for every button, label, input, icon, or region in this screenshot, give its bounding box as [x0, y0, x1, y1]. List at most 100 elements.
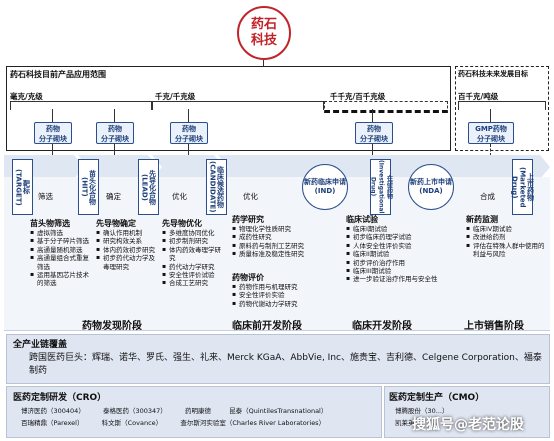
- mol-block-3: 药物 分子砌块: [170, 122, 208, 144]
- industry-text: 跨国医药巨头：辉瑞、诺华、罗氏、强生、礼来、Merck KGaA、AbbVie,…: [29, 353, 542, 376]
- current-scope-box: [6, 66, 451, 151]
- list-item: 高通量随机筛选: [30, 246, 94, 255]
- list-item: 运用基因芯片技术的筛选: [30, 271, 94, 288]
- list-item: 初步临床药理学试验: [346, 233, 442, 242]
- phase-preclinical: 临床前开发阶段: [232, 321, 302, 332]
- stage-nda: 新药上市申请 (NDA): [408, 164, 454, 210]
- list-item: 改进给药剂: [466, 233, 546, 242]
- list-item: 初步评价治疗作用: [346, 259, 442, 268]
- list-item: 临床III期试验: [346, 267, 442, 276]
- cmo-row-2: 凯莱英...: [395, 419, 421, 427]
- arrow-optimize-2: 优化: [243, 192, 258, 201]
- company-logo: 药石科技: [237, 6, 291, 60]
- logo-connector: [263, 60, 264, 66]
- cro-company: 药明康德: [184, 407, 211, 415]
- col-title: 临床试验: [346, 215, 378, 224]
- stage-marketed: 上市药物 (Marketed Drug): [511, 159, 535, 215]
- list-item: 进一步验证治疗作用与安全性: [346, 275, 442, 284]
- cro-title: 医药定制研发（CRO）: [13, 393, 107, 403]
- cro-company: 泰格医药（300347）: [102, 407, 167, 415]
- connector: [52, 109, 53, 122]
- connector: [490, 109, 491, 122]
- cro-company: 百瑞精鼎（Parexel）: [21, 419, 84, 427]
- watermark: 搜狐号@老范论股: [412, 417, 524, 433]
- cro-company: 科文斯（Covance）: [101, 419, 163, 427]
- list-item: 体内药效毒理学研究: [162, 246, 224, 263]
- list-item: 临床I期试验: [346, 225, 442, 234]
- list-item: 药物代谢动力学研究: [232, 300, 324, 309]
- phase-market: 上市销售阶段: [464, 321, 524, 332]
- gmp-block: GMP药物 分子砌块: [468, 122, 514, 144]
- list-item: 研究构效关系: [96, 237, 158, 246]
- col-lead-optimization: 先导物优化 多维度协同优化初步制剂研究体内药效毒理学研究药代动力学研究安全性评价…: [162, 218, 224, 288]
- stage-lead: 先导化合物 (LEAD): [138, 159, 159, 215]
- stage-candidate: 临床候选药物 (CANDIDATE): [206, 159, 227, 215]
- list-item: 成药性研究: [232, 233, 324, 242]
- list-item: 安全性评价试验: [162, 271, 224, 280]
- arrow-synth: 合成: [480, 192, 495, 201]
- scale-ton: 百千克/吨级: [458, 92, 499, 101]
- cmo-row-1: 博腾股份（30...）: [395, 407, 449, 415]
- list-item: 质量标准及稳定性研究: [232, 250, 324, 259]
- stage-target: 靶标 (TARGET): [12, 159, 33, 215]
- list-item: 高通量组合式重复筛选: [30, 254, 94, 271]
- cro-row-2: 百瑞精鼎（Parexel） 科文斯（Covance） 查尔斯河实验室（Charl…: [21, 418, 381, 429]
- col-pharma-eval: 药物评价 药物作用与机理研究安全性评价实验药物代谢动力学研究: [232, 272, 324, 309]
- current-scope-title: 药石科技目前产品应用范围: [10, 70, 106, 79]
- connector: [372, 144, 373, 156]
- list-item: 人体安全性评价实验: [346, 242, 442, 251]
- cmo-title: 医药定制生产（CMO）: [389, 393, 485, 403]
- col-title: 苗头物筛选: [30, 219, 70, 228]
- col-title: 先导物确定: [96, 219, 136, 228]
- connector: [188, 144, 189, 156]
- list-item: 安全性评价实验: [232, 291, 324, 300]
- list-item: 合成工艺研究: [162, 279, 224, 288]
- list-item: 临床II期试验: [346, 250, 442, 259]
- list-item: 初步药代动力学及毒理研究: [96, 254, 158, 271]
- col-monitoring: 新药监测 临床IV期试验改进给药剂评估在特殊人群中使用的利益与风险: [466, 214, 546, 259]
- list-item: 原料药与制剂工艺研究: [232, 242, 324, 251]
- phase-discovery: 药物发现阶段: [82, 321, 142, 332]
- list-item: 药代动力学研究: [162, 263, 224, 272]
- logo-line-1: 药石: [250, 17, 277, 32]
- industry-panel: 全产业链覆盖 跨国医药巨头：辉瑞、诺华、罗氏、强生、礼来、Merck KGaA、…: [6, 334, 550, 384]
- scale-100kg: 千千克/百千克级: [330, 92, 386, 101]
- col-pharma-research: 药学研究 物理化学性质研究成药性研究原料药与制剂工艺研究质量标准及稳定性研究: [232, 214, 324, 259]
- col-title: 先导物优化: [162, 219, 202, 228]
- stage-hit: 苗头化合物 (HIT): [78, 159, 99, 215]
- list-item: 虚拟筛选: [30, 229, 94, 238]
- future-scope-title: 药石科技未来发展目标: [458, 70, 528, 78]
- bracket-ton: [458, 101, 546, 110]
- arrow-screen: 筛选: [38, 192, 53, 201]
- list-item: 评估在特殊人群中使用的利益与风险: [466, 242, 546, 259]
- arrow-confirm: 确定: [106, 192, 121, 201]
- list-item: 临床IV期试验: [466, 225, 546, 234]
- cro-company: 查尔斯河实验室（Charles River Laboratories）: [180, 419, 326, 427]
- mol-block-2: 药物 分子砌块: [96, 122, 134, 144]
- list-item: 初步制剂研究: [162, 237, 224, 246]
- bracket-mg: [10, 101, 152, 110]
- col-title: 药学研究: [232, 215, 264, 224]
- list-item: 物理化学性质研究: [232, 225, 324, 234]
- bracket-kg: [152, 101, 324, 110]
- stage-investigational: 在研药物 (Investigational Drug): [369, 159, 393, 215]
- connector: [490, 144, 491, 156]
- industry-title: 全产业链覆盖: [13, 340, 68, 350]
- mol-block-1: 药物 分子砌块: [34, 122, 72, 144]
- bracket-100kg: [324, 101, 448, 113]
- arrow-optimize: 优化: [172, 192, 187, 201]
- future-scope-box: [455, 66, 549, 151]
- list-item: 体内药效初步研究: [96, 246, 158, 255]
- phase-clinical: 临床开发阶段: [352, 321, 412, 332]
- list-item: 多维度协同优化: [162, 229, 224, 238]
- col-lead-determination: 先导物确定 确认作用机制研究构效关系体内药效初步研究初步药代动力学及毒理研究: [96, 218, 158, 271]
- cro-company: 昆泰（QuintilesTransnational）: [229, 407, 328, 415]
- cmo-panel: 医药定制生产（CMO） 博腾股份（30...） 凯莱英...: [384, 386, 550, 438]
- mol-block-4: 药物 分子砌块: [355, 122, 393, 144]
- connector: [114, 144, 115, 156]
- scale-kg: 千克/千克级: [155, 92, 196, 101]
- col-title: 新药监测: [466, 215, 498, 224]
- list-item: 基于分子碎片筛选: [30, 237, 94, 246]
- cro-company: 博济医药（300404）: [21, 407, 85, 415]
- connector: [372, 109, 373, 122]
